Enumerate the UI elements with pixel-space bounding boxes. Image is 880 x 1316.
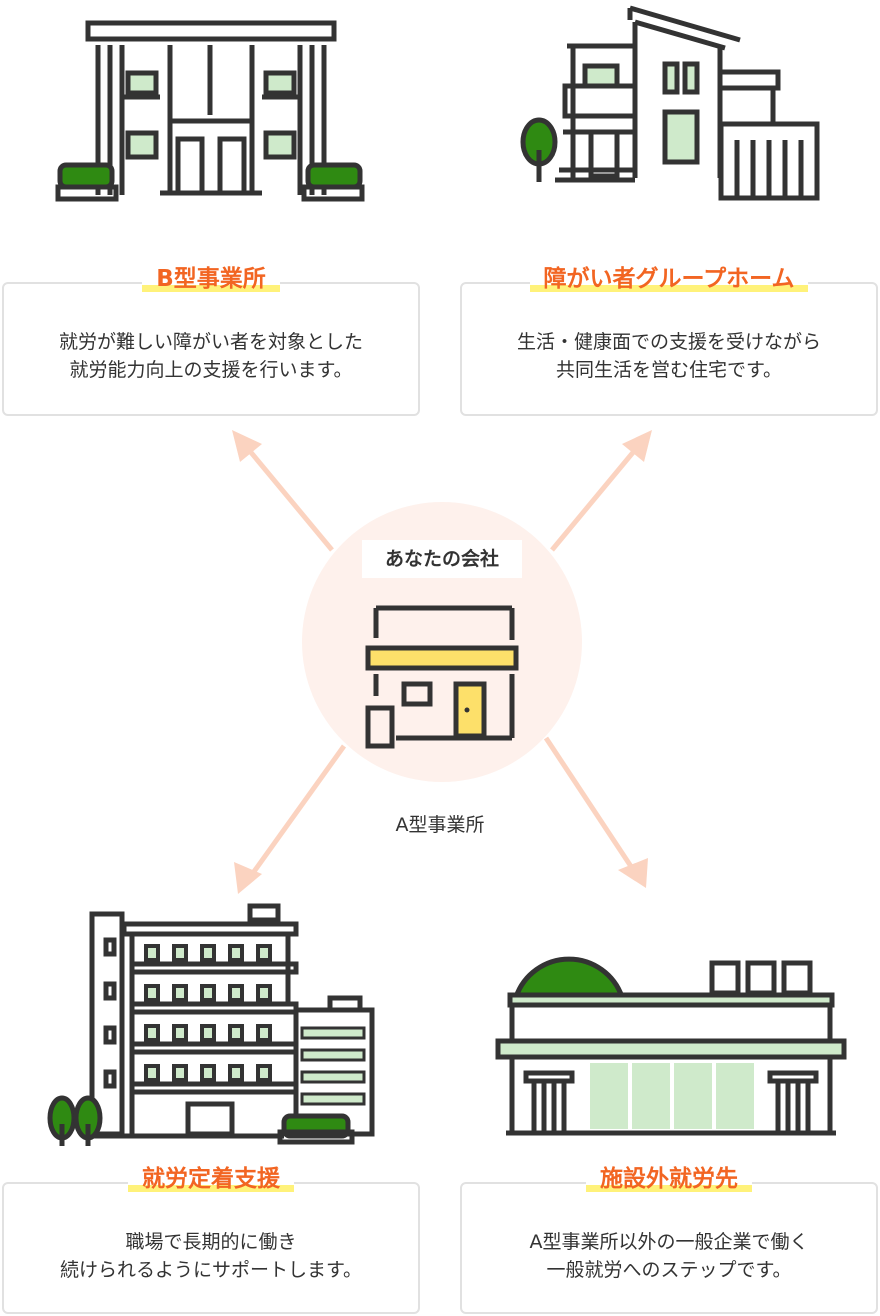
card-title: 障がい者グループホーム	[529, 262, 809, 296]
card-line: 就労が難しい障がい者を対象とした	[58, 331, 363, 353]
office-building-icon	[55, 20, 365, 202]
card-line: 生活・健康面での支援を受けながら	[516, 331, 821, 353]
card-retention-support: 就労定着支援 職場で長期的に働き 続けられるようにサポートします。	[2, 1162, 420, 1314]
card-offsite-work: 施設外就労先 A型事業所以外の一般企業で働く 一般就労へのステップです。	[460, 1162, 878, 1314]
card-title: B型事業所	[142, 262, 280, 296]
card-line: 就労能力向上の支援を行います。	[69, 359, 353, 381]
card-description: 就労が難しい障がい者を対象とした 就労能力向上の支援を行います。	[14, 328, 408, 384]
company-label: あなたの会社	[362, 540, 522, 578]
apartment-building-icon	[47, 903, 375, 1146]
card-description: A型事業所以外の一般企業で働く 一般就労へのステップです。	[472, 1228, 866, 1284]
arrow-to-retention-support	[245, 744, 347, 882]
house-icon	[520, 5, 820, 201]
card-description: 職場で長期的に働き 続けられるようにサポートします。	[14, 1228, 408, 1284]
store-building-icon	[495, 956, 847, 1136]
card-b-type: B型事業所 就労が難しい障がい者を対象とした 就労能力向上の支援を行います。	[2, 262, 420, 416]
arrow-to-offsite-work	[543, 736, 639, 876]
arrow-to-group-home	[550, 442, 642, 552]
card-title: 就労定着支援	[128, 1162, 294, 1196]
card-line: 共同生活を営む住宅です。	[555, 359, 783, 381]
company-building-icon	[365, 605, 519, 749]
arrow-to-b-type	[242, 442, 334, 552]
card-description: 生活・健康面での支援を受けながら 共同生活を営む住宅です。	[472, 328, 866, 384]
company-caption: A型事業所	[395, 814, 485, 836]
card-line: 一般就労へのステップです。	[546, 1259, 792, 1281]
card-line: 続けられるようにサポートします。	[59, 1259, 363, 1281]
card-title: 施設外就労先	[586, 1162, 752, 1196]
card-line: A型事業所以外の一般企業で働く	[529, 1231, 809, 1253]
card-group-home: 障がい者グループホーム 生活・健康面での支援を受けながら 共同生活を営む住宅です…	[460, 262, 878, 416]
card-line: 職場で長期的に働き	[125, 1231, 297, 1253]
